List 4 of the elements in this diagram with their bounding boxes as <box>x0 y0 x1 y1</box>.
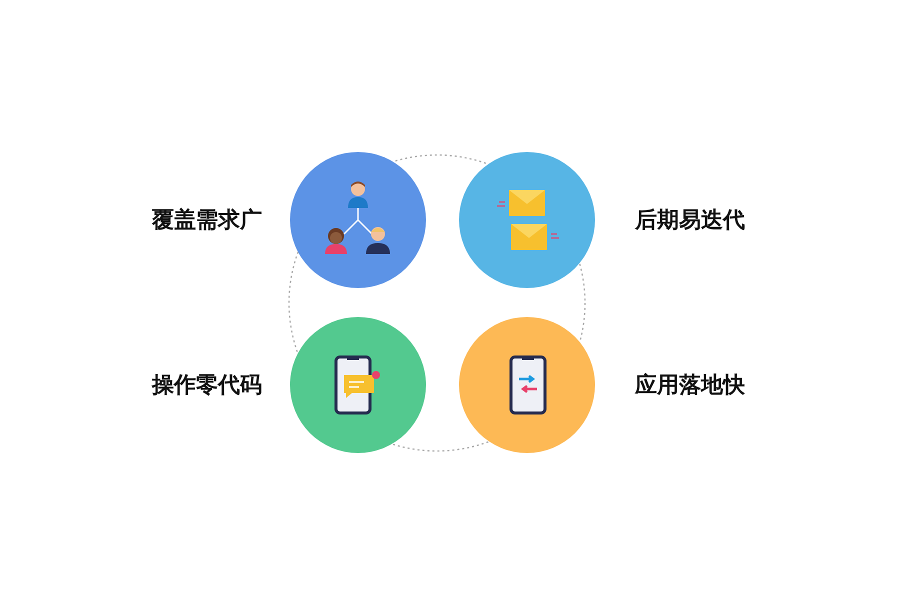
feature-label: 操作零代码 <box>152 372 262 400</box>
feature-label: 应用落地快 <box>635 372 745 400</box>
feature-label: 后期易迭代 <box>635 207 745 235</box>
feature-label: 覆盖需求广 <box>152 206 262 235</box>
